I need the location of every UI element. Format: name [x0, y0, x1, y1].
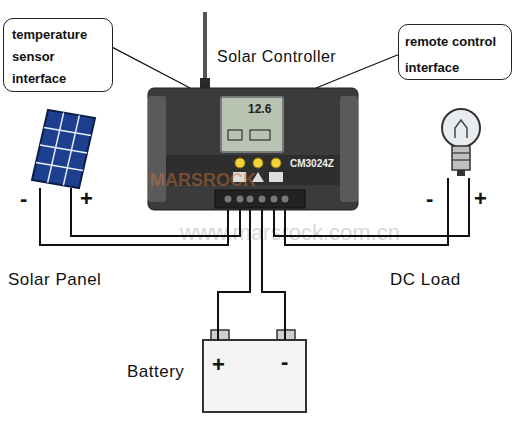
polarity-sign: -	[281, 349, 288, 375]
part-label: Solar Panel	[8, 270, 101, 290]
controller-illustration	[148, 12, 358, 210]
button	[253, 158, 263, 168]
callout-box: remote control interface	[398, 24, 512, 80]
callout-text: remote control interface	[405, 29, 509, 81]
solar-panel: Solar Panel	[30, 108, 98, 188]
dc-load: DC Load	[440, 108, 482, 178]
terminal-screw	[271, 196, 278, 203]
part-label: Battery	[127, 362, 184, 382]
button	[235, 158, 245, 168]
polarity-sign: -	[426, 186, 433, 212]
watermark: MARSROCK	[150, 170, 256, 192]
panel-grid	[40, 145, 87, 153]
controller-title: Solar Controller	[217, 47, 336, 66]
wire	[40, 188, 228, 245]
battery: Battery+-	[203, 340, 306, 412]
terminal-screw	[259, 196, 266, 203]
model-number: CM3024Z	[290, 158, 334, 170]
terminal-screw	[237, 196, 244, 203]
bulb-thread	[452, 152, 470, 153]
lcd-icon	[250, 130, 270, 140]
button-icon	[269, 172, 283, 182]
wire	[218, 210, 250, 340]
watermark: www.marsrock.com.cn	[180, 220, 400, 246]
controller-box: Solar Controller12.6CM3024Z	[148, 88, 358, 210]
panel-frame	[32, 110, 95, 188]
panel-grid	[36, 163, 83, 171]
terminal-screw	[225, 196, 232, 203]
callout-box: temperature sensor interface	[3, 18, 113, 92]
battery-illustration	[203, 330, 306, 412]
button	[271, 158, 281, 168]
controller-body	[148, 88, 358, 210]
solar-panel-illustration	[32, 110, 95, 188]
polarity-sign: -	[20, 186, 27, 212]
lcd-screen	[221, 97, 283, 152]
terminal-screw	[247, 196, 254, 203]
part-label: DC Load	[390, 270, 461, 290]
bulb-filament	[455, 120, 467, 138]
bulb-thread	[452, 159, 470, 160]
wire	[71, 188, 240, 236]
lcd-reading: 12.6	[248, 102, 271, 116]
terminal-screw	[282, 196, 289, 203]
wire	[285, 178, 448, 245]
leader-line	[316, 55, 398, 88]
bulb-illustration	[442, 109, 480, 176]
wire	[274, 178, 469, 236]
bulb-base	[452, 146, 470, 170]
leader-line	[113, 48, 190, 88]
polarity-sign: +	[80, 186, 93, 212]
panel-grid	[44, 128, 91, 136]
wire	[262, 210, 285, 340]
battery-case	[203, 340, 306, 412]
bulb-tip	[457, 170, 465, 176]
polarity-sign: +	[212, 352, 225, 378]
callout-text: temperature sensor interface	[12, 24, 108, 90]
mounting-flange	[340, 96, 358, 202]
polarity-sign: +	[474, 186, 487, 212]
bulb-glass	[442, 109, 480, 147]
terminal-strip	[215, 190, 305, 208]
lcd-icon	[228, 130, 242, 140]
